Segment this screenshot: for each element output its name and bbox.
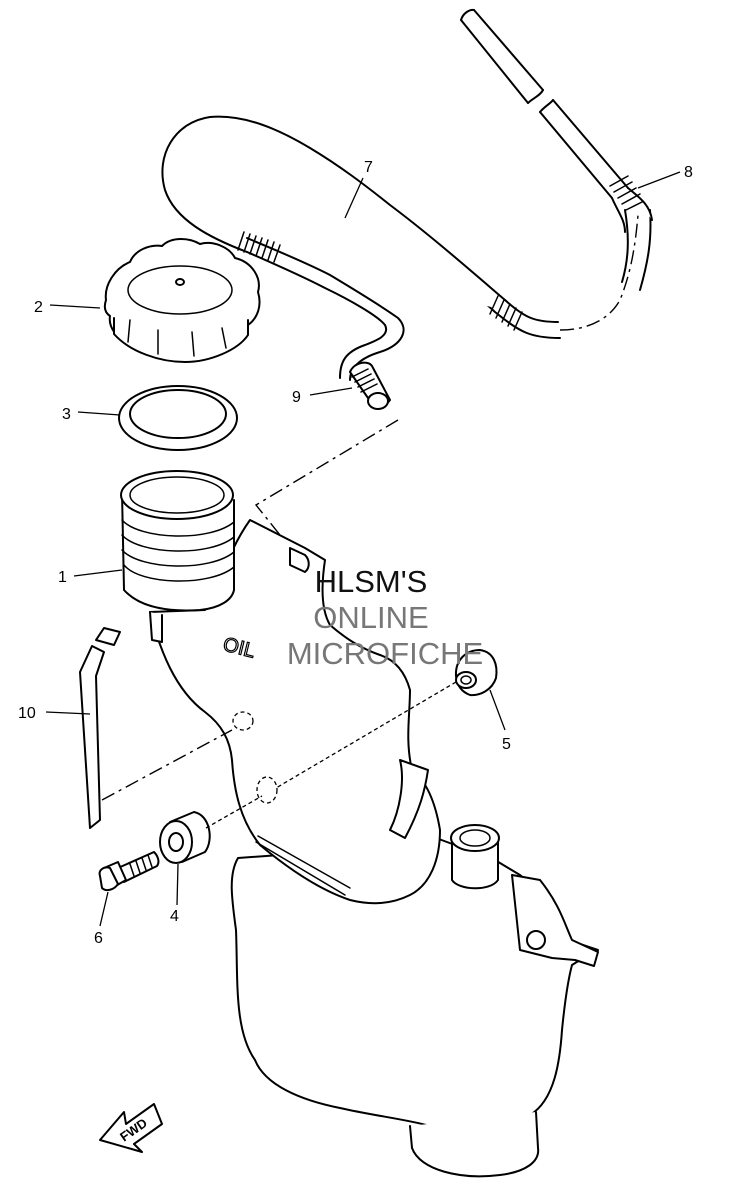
watermark: HLSM'S ONLINE MICROFICHE [287, 564, 483, 671]
o-ring-3[interactable] [118, 385, 238, 451]
watermark-line-3: MICROFICHE [287, 636, 483, 671]
callout-1: 1 [58, 569, 67, 586]
connection-line-9-to-1 [254, 419, 399, 561]
bolt-6[interactable] [98, 851, 160, 892]
callout-8: 8 [684, 164, 693, 181]
oil-tank-1[interactable] [120, 470, 599, 1178]
cable-tie-10[interactable] [79, 627, 121, 829]
callout-3: 3 [62, 406, 71, 423]
breather-hose-8[interactable] [460, 8, 653, 233]
fwd-direction-arrow: FWD [99, 1103, 163, 1153]
callout-2: 2 [34, 299, 43, 316]
hose-rib-middle [489, 295, 523, 331]
hose-rib-left [237, 231, 281, 263]
connection-line-4-to-tank [205, 795, 263, 829]
callout-7: 7 [364, 159, 373, 176]
filler-cap-2[interactable] [103, 238, 261, 363]
callout-5: 5 [502, 736, 511, 753]
leader-lines [45, 171, 681, 927]
connection-line-10-to-tank [101, 729, 233, 801]
callout-6: 6 [94, 930, 103, 947]
callout-10: 10 [18, 705, 36, 722]
watermark-line-1: HLSM'S [315, 564, 428, 599]
watermark-line-2: ONLINE [313, 600, 428, 635]
callout-9: 9 [292, 389, 301, 406]
grommet-5[interactable] [454, 649, 498, 697]
breather-hose-7[interactable] [161, 115, 652, 381]
callout-4: 4 [170, 908, 179, 925]
hose-fitting-9[interactable] [349, 361, 391, 410]
damper-4[interactable] [159, 811, 211, 864]
